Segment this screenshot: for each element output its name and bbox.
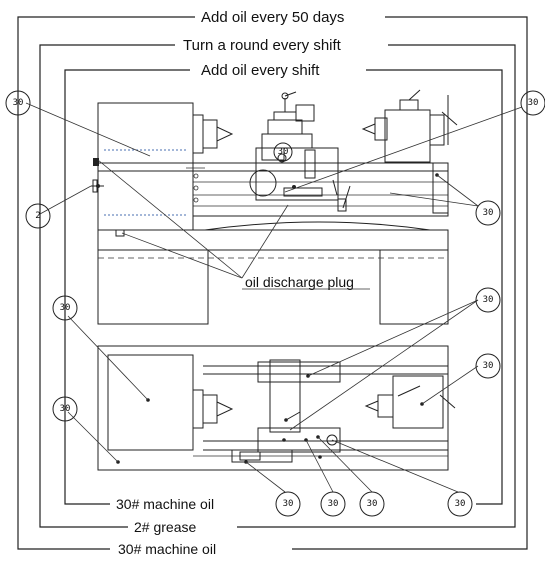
callout: 2 bbox=[25, 203, 51, 229]
discharge-plug-annotation: oil discharge plug bbox=[97, 159, 370, 290]
callout: 30 bbox=[359, 491, 385, 517]
callout-leaders bbox=[25, 102, 523, 493]
callout: 30 bbox=[320, 491, 346, 517]
middle-frame-bottom-label: 2# grease bbox=[134, 519, 196, 535]
callout-label: 30 bbox=[367, 499, 378, 509]
callout: 30 bbox=[520, 90, 545, 116]
callout: 30 bbox=[475, 353, 501, 379]
callout-label: 30 bbox=[483, 208, 494, 218]
callout: 30 bbox=[275, 491, 301, 517]
inner-frame bbox=[64, 69, 503, 505]
callout-label: 30 bbox=[328, 499, 339, 509]
middle-frame bbox=[39, 44, 516, 528]
callout-label: 30 bbox=[60, 404, 71, 414]
outer-frame bbox=[17, 16, 528, 550]
callout-label: 30 bbox=[278, 147, 289, 157]
callout: 30 bbox=[475, 287, 501, 313]
inner-frame-label: Add oil every shift bbox=[201, 62, 320, 79]
callout-label: 30 bbox=[455, 499, 466, 509]
discharge-plug-label: oil discharge plug bbox=[245, 274, 354, 290]
inner-frame-bottom-label: 30# machine oil bbox=[116, 496, 214, 512]
callout-label: 30 bbox=[60, 303, 71, 313]
callout: 30 bbox=[52, 295, 78, 321]
lathe-top-view bbox=[97, 345, 456, 471]
callout: 30 bbox=[52, 396, 78, 422]
callout-label: 30 bbox=[283, 499, 294, 509]
callout: 30 bbox=[5, 90, 31, 116]
callout: 30 bbox=[475, 200, 501, 226]
callout-label: 30 bbox=[13, 98, 24, 108]
callout-label: 30 bbox=[483, 361, 494, 371]
callout-label: 30 bbox=[483, 295, 494, 305]
outer-frame-label: Add oil every 50 days bbox=[201, 9, 344, 26]
callout: 30 bbox=[273, 142, 293, 162]
middle-frame-label: Turn a round every shift bbox=[183, 37, 342, 54]
outer-frame-bottom-label: 30# machine oil bbox=[118, 541, 216, 557]
callout-label: 2 bbox=[35, 211, 40, 221]
callout: 30 bbox=[447, 491, 473, 517]
callout-label: 30 bbox=[528, 98, 539, 108]
